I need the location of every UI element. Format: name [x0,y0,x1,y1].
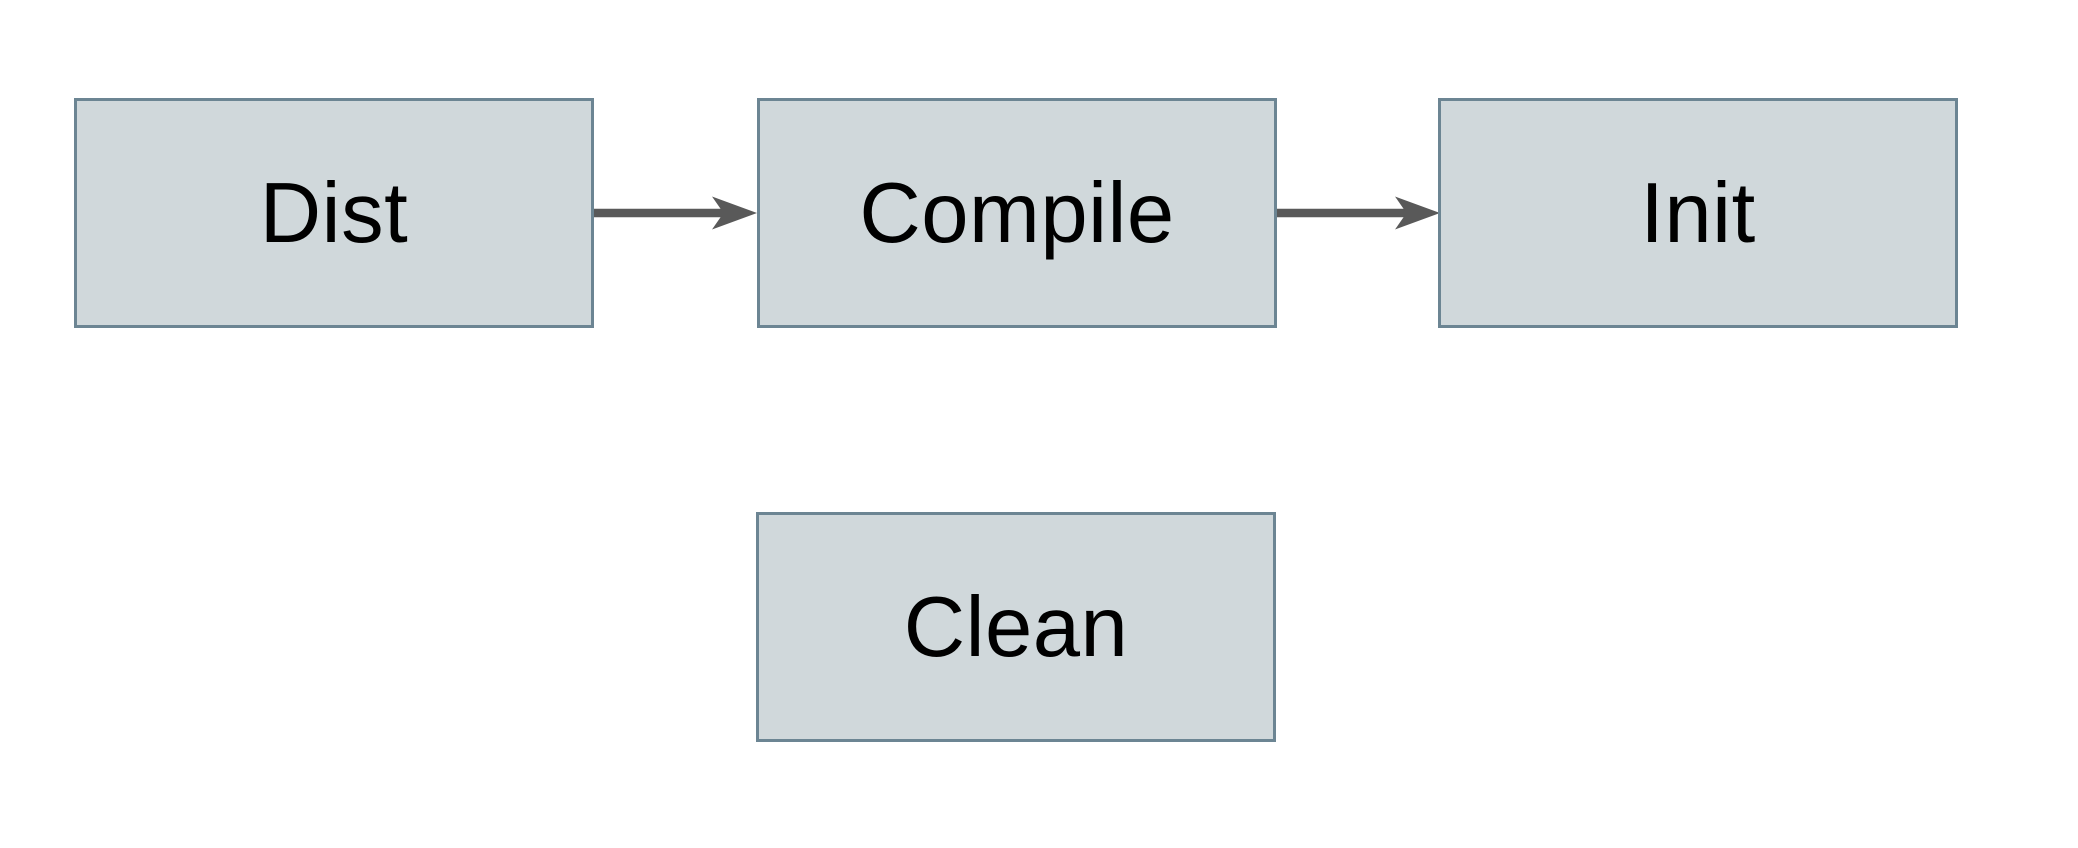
arrow-compile-to-init [1277,196,1440,230]
node-clean: Clean [756,512,1276,742]
node-init: Init [1438,98,1958,328]
node-dist: Dist [74,98,594,328]
node-clean-label: Clean [903,579,1129,675]
node-compile-label: Compile [859,165,1175,261]
node-dist-label: Dist [259,165,409,261]
node-compile: Compile [757,98,1277,328]
arrow-dist-to-compile [594,196,757,230]
node-init-label: Init [1640,165,1756,261]
